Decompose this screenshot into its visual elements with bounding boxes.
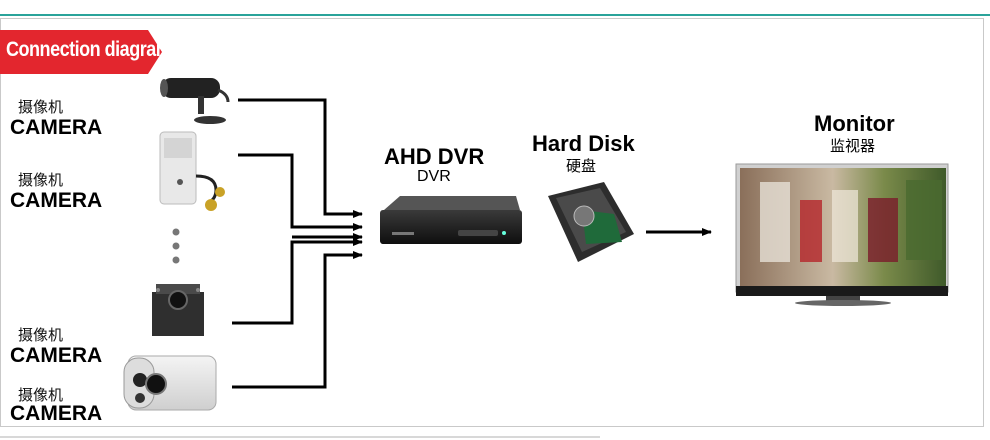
top-rule [0, 0, 990, 16]
camera-2-en-label: CAMERA [10, 189, 103, 212]
monitor-subtitle: 监视器 [830, 138, 876, 155]
camera-1-cn-label: 摄像机 [18, 98, 64, 116]
bottom-rule [0, 436, 600, 438]
hard-disk-title: Hard Disk [532, 131, 635, 156]
camera-3-en-label: CAMERA [10, 344, 103, 367]
ir-bullet-camera-icon [123, 355, 217, 411]
dvr-title: AHD DVR [384, 144, 485, 169]
dvr-icon [380, 196, 522, 244]
camera-3-cn-label: 摄像机 [18, 326, 64, 344]
mini-box-camera-icon [152, 284, 204, 336]
monitor-title: Monitor [814, 111, 895, 136]
more-cameras-dots-icon [172, 228, 180, 264]
monitor-icon [735, 163, 949, 306]
dvr-subtitle: DVR [417, 168, 451, 185]
hard-disk-subtitle: 硬盘 [566, 158, 597, 175]
smoke-detector-camera-icon [159, 131, 225, 211]
camera-2-cn-label: 摄像机 [18, 171, 64, 189]
camera-1-en-label: CAMERA [10, 116, 103, 139]
camera-4-cn-label: 摄像机 [18, 386, 64, 404]
hard-disk-icon [548, 182, 634, 262]
bullet-camera-icon [160, 78, 230, 124]
banner-title: Connection diagram [6, 38, 172, 61]
camera-cables [232, 98, 363, 389]
camera-4-en-label: CAMERA [10, 402, 103, 425]
